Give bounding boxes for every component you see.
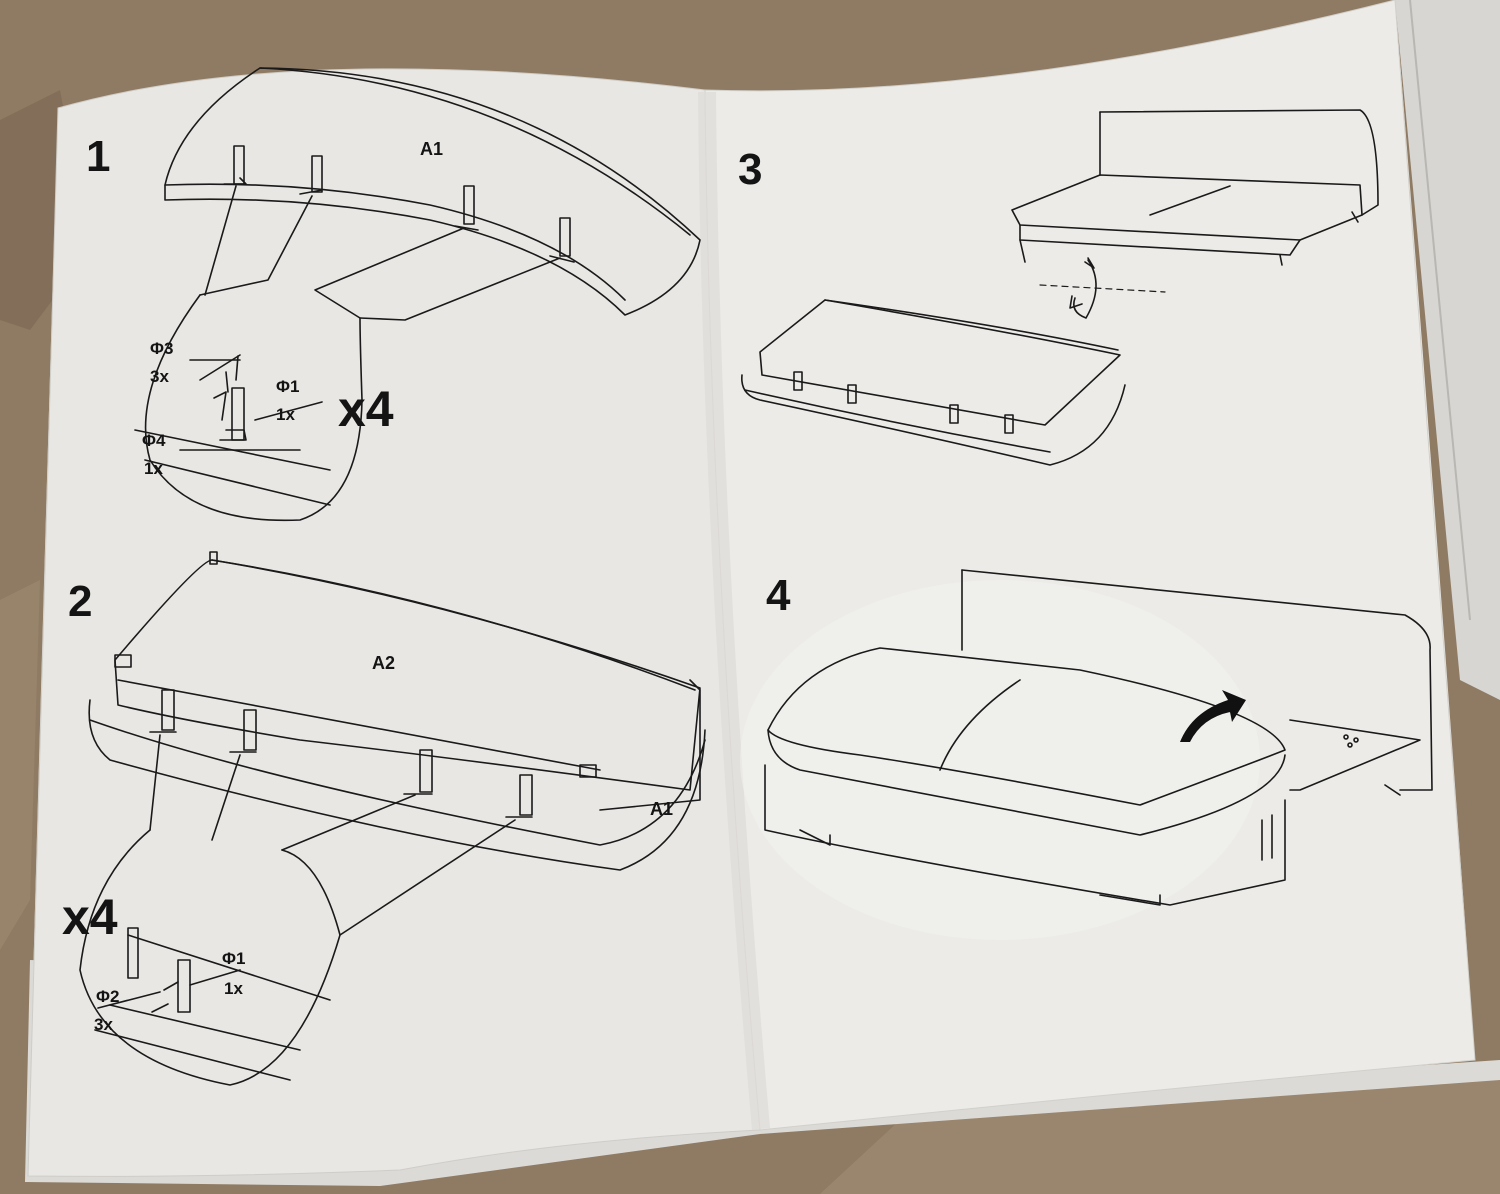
step1-hw-qty-3: 1x (144, 459, 163, 478)
step2-part-label-a2: A2 (372, 653, 396, 673)
rotate-arrow-icon (1039, 257, 1166, 319)
curved-arrow-icon (1180, 690, 1246, 742)
step1-hw-code-2: Φ1 (276, 377, 300, 396)
step1-part-label: A1 (420, 139, 444, 159)
step2-panel-drawing (79, 551, 706, 1086)
step2-number: 2 (68, 577, 93, 626)
step2-hw-code-1: Φ1 (222, 949, 246, 968)
step4-bed-drawing (764, 569, 1433, 906)
step1-panel-drawing (134, 67, 701, 522)
back-sheet (1395, 0, 1500, 700)
step2-part-label-a1: A1 (650, 799, 674, 819)
step3-frame-drawing (741, 109, 1379, 466)
right-page (704, 0, 1476, 1131)
step1-brackets (223, 145, 575, 263)
step1-number: 1 (86, 132, 111, 181)
step2-brackets (149, 689, 533, 818)
step2-hw-qty-2: 3x (94, 1015, 113, 1034)
step2-multiplier: x4 (62, 889, 118, 945)
step3-number: 3 (738, 145, 763, 194)
step4-number: 4 (766, 571, 791, 620)
step1-hw-code-3: Φ4 (142, 431, 166, 450)
step1-hw-qty-1: 3x (150, 367, 169, 386)
step1-hw-qty-2: 1x (276, 405, 295, 424)
step2-hw-qty-1: 1x (224, 979, 243, 998)
step1-hw-code-1: Φ3 (150, 339, 174, 358)
step1-multiplier: x4 (338, 381, 394, 437)
step2-hw-code-2: Φ2 (96, 987, 120, 1006)
left-page (27, 68, 761, 1177)
